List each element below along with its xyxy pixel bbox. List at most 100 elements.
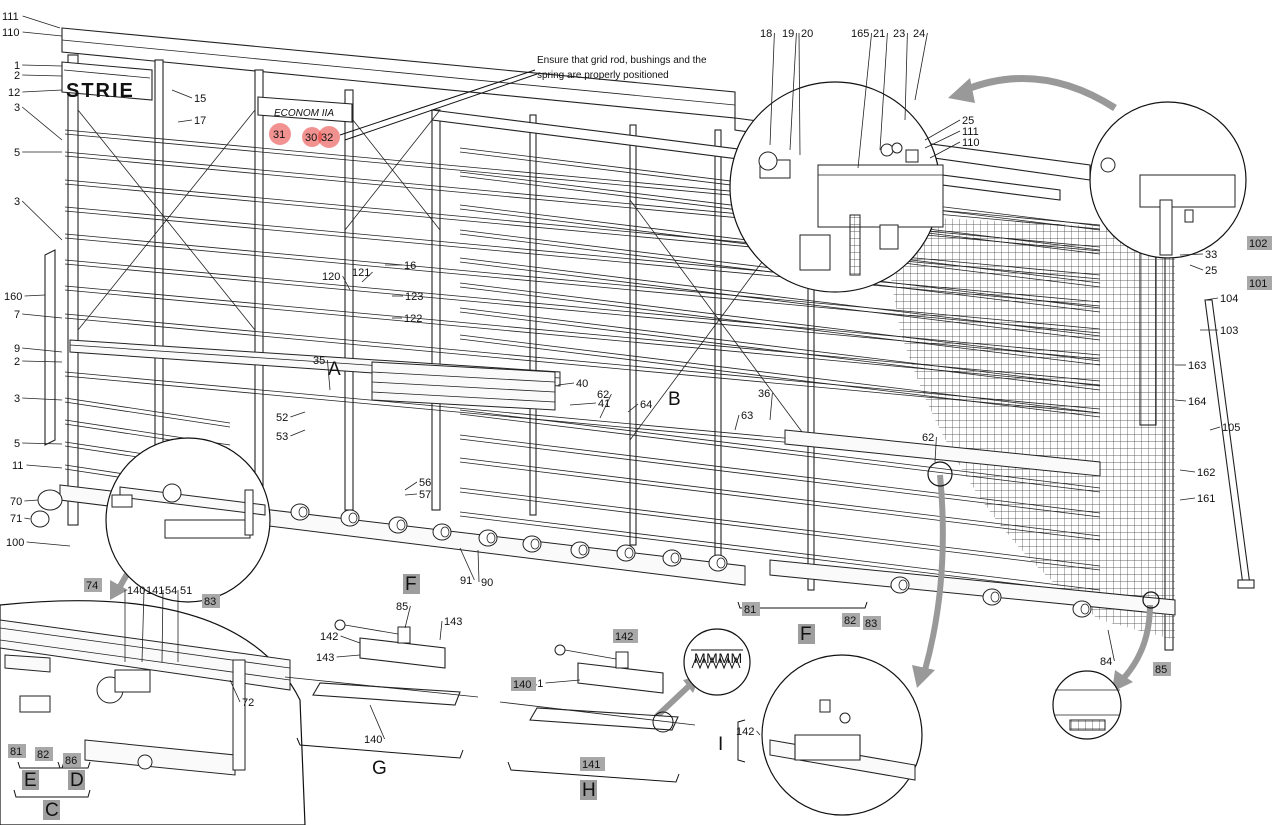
roller [340,509,360,527]
part-label: 20 [801,28,813,40]
gray-label-box [202,594,220,608]
part-label: 143 [316,652,334,664]
leader-line [734,414,740,431]
leader-line [1174,399,1187,402]
part-label: 18 [760,28,772,40]
handle-assembly-g [284,619,479,759]
grid-rod [459,511,1101,591]
leader-line [22,64,63,67]
leader-line [26,464,63,469]
part-label: 104 [1220,293,1238,305]
leader-line [1107,629,1115,662]
grid-rod-edge [64,263,1101,360]
part-label: 25 [1205,265,1217,277]
part-label: 36 [758,388,770,400]
leader-line [171,89,193,99]
part-label: 21 [873,28,885,40]
grid-rod-edge [64,317,1101,414]
part-label: 103 [1220,325,1238,337]
part-label: 123 [405,291,423,303]
detail-circle-bottom-left [0,600,306,825]
grid-rod-edge [64,210,1101,307]
section-letter: H [582,780,596,801]
leader-line [924,119,961,141]
leader-line [1179,497,1196,501]
gray-label-box [403,574,420,594]
part-label: 15 [194,93,206,105]
part-label: 12 [8,87,20,99]
grid-rod-edge [459,461,1101,541]
gray-label-box [35,747,53,761]
part-label: 64 [640,399,652,411]
gray-label: F [405,574,417,595]
section-letter-box [43,800,60,820]
leader-line [1209,426,1221,431]
grid-rod [64,151,1101,248]
leader-line [1204,297,1219,301]
part-label: 165 [851,28,869,40]
leader-line [404,605,411,629]
roller-bore [530,538,540,550]
roller [1072,600,1092,618]
leader-line [26,541,71,547]
label-31: 31 [273,129,285,141]
leader-line [627,403,639,413]
part-label: 24 [913,28,925,40]
part-label: 56 [419,477,431,489]
gray-label: 140 [513,679,531,691]
model-plate: ECONOM IIA [257,96,353,123]
leader-line [798,32,801,156]
part-label: 140 [127,585,145,597]
leader-line [22,15,61,29]
leader-line [439,620,443,641]
roller [982,588,1002,606]
section-letter-box [22,770,39,790]
roller-bore [578,544,588,556]
gray-label-box [1247,276,1272,290]
leader-line [229,679,241,703]
part-label: 2 [14,356,20,368]
detail-marker-ring [927,461,953,487]
gray-label: 81 [744,604,756,616]
part-label: 105 [1222,422,1240,434]
part-label: 110 [962,137,980,149]
leader-line [914,32,928,101]
leader-line [599,393,612,419]
grid-rod-edge [64,237,1101,334]
gray-label: 74 [86,580,98,592]
part-label: 90 [481,577,493,589]
leader-line [24,294,46,297]
leader-line [22,360,63,363]
part-label: 3 [14,102,20,114]
grid-rod [459,487,1101,567]
grid-rod [64,233,1101,330]
detail-circle-mid-left [105,437,271,603]
part-label: 142 [736,726,754,738]
gray-label-box [84,578,102,592]
part-label: 71 [10,513,22,525]
label-32: 32 [321,132,333,144]
detail-circle-right [1089,101,1247,259]
section-letter: I [718,734,723,755]
leader-line [22,31,63,37]
grid-rod-edge [459,286,1101,366]
leader-line [24,499,39,502]
part-label: 111 [2,11,19,23]
leader-line [24,517,31,520]
part-label: 164 [1188,396,1206,408]
part-label: 5 [14,147,20,159]
section-braces [13,601,868,798]
roller-70 [37,489,63,511]
part-label: 100 [6,537,24,549]
detail-circle-top [729,81,944,293]
part-label: 11 [12,460,23,472]
roller [708,554,728,572]
grid-rod [64,397,231,424]
section-letter: E [24,770,37,791]
leader-line [22,74,63,77]
gray-label-box [511,677,536,691]
part-label: 84 [1100,656,1112,668]
section-letter: C [45,800,59,821]
